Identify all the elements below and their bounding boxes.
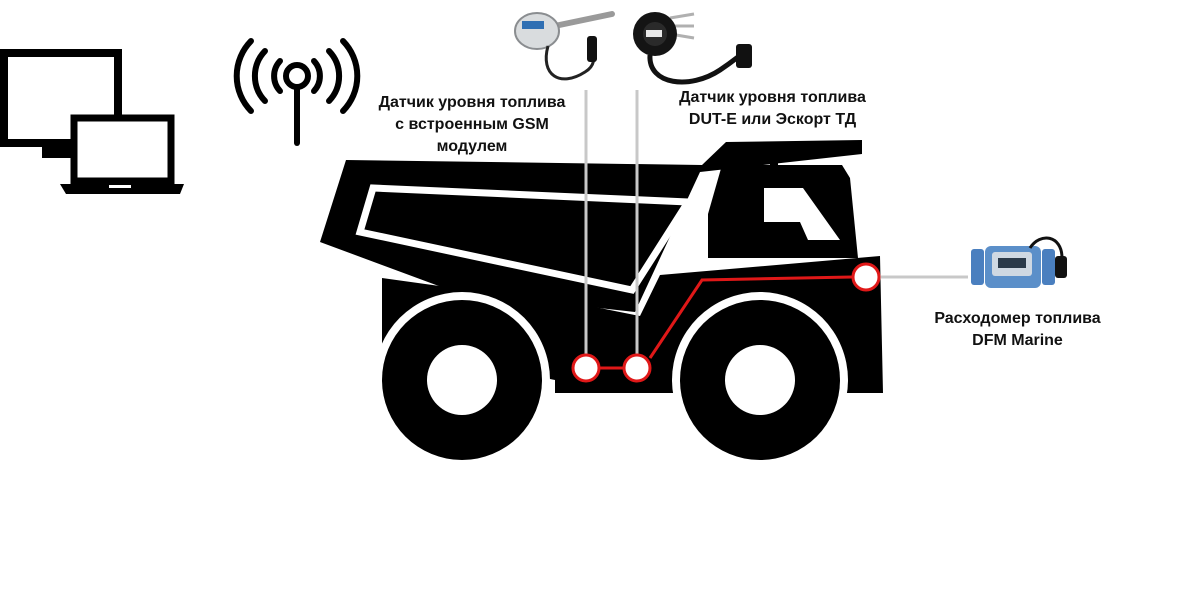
dut-sensor-node — [622, 353, 652, 383]
computer-icon — [0, 49, 184, 194]
connection-lines — [599, 275, 853, 370]
flow-meter-node — [851, 262, 881, 292]
connection-nodes — [571, 262, 881, 383]
gsm-sensor-label: Датчик уровня топлива с встроенным GSM м… — [378, 94, 566, 155]
dut-sensor-icon — [633, 12, 752, 85]
dut-sensor-label: Датчик уровня топлива DUT-E или Эскорт Т… — [679, 89, 866, 128]
antenna-icon — [233, 38, 361, 146]
gsm-sensor-node — [571, 353, 601, 383]
gsm-sensor-icon — [514, 11, 615, 81]
dump-truck — [320, 140, 883, 468]
probe-lines — [584, 90, 968, 355]
flow-meter-icon — [971, 236, 1067, 288]
flow-meter-label: Расходомер топлива DFM Marine — [934, 310, 1101, 349]
